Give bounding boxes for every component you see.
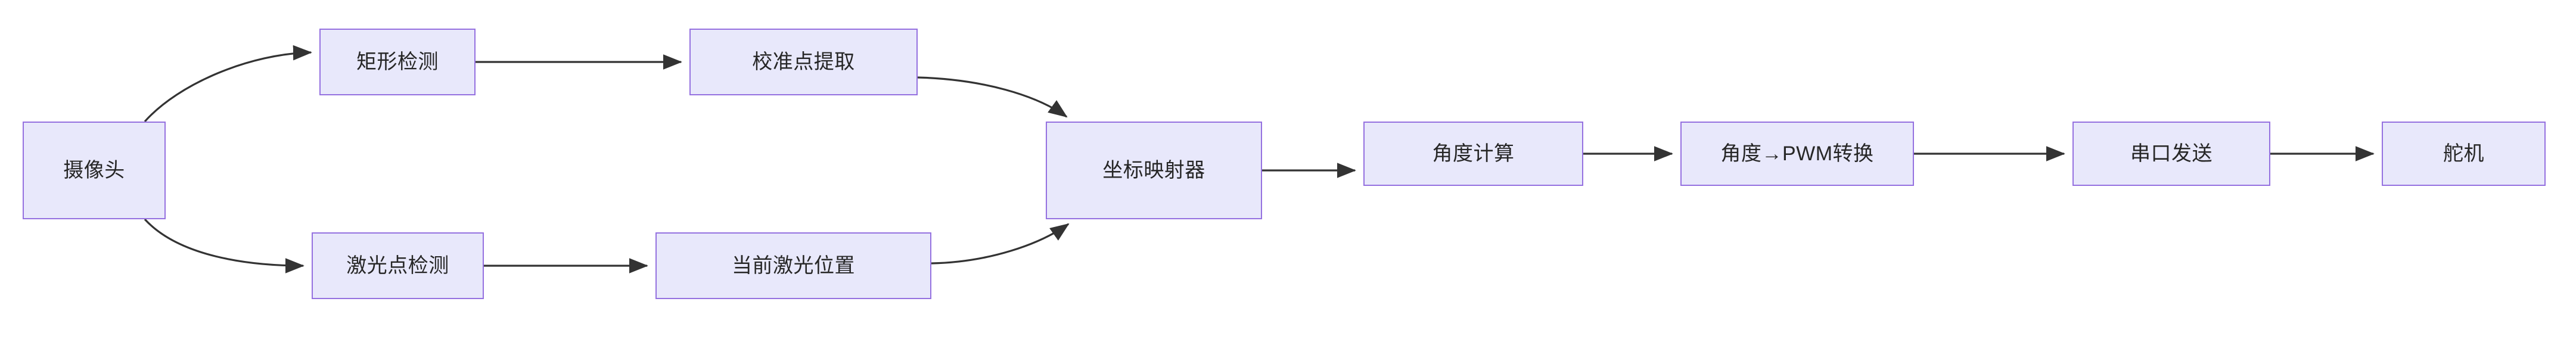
node-servo-label: 舵机 [2443,142,2484,165]
node-rect-detect[interactable]: 矩形检测 [319,29,476,95]
node-laser-pos[interactable]: 当前激光位置 [655,232,931,299]
node-serial-send-label: 串口发送 [2130,142,2213,165]
node-calib-extract[interactable]: 校准点提取 [689,29,918,95]
edge-camera-to-rect-detect [144,45,312,123]
node-serial-send[interactable]: 串口发送 [2072,122,2270,186]
node-laser-detect-label: 激光点检测 [346,254,449,277]
edge-camera-to-laser-detect [144,218,304,273]
edge-calib-extract-to-coord-mapper [917,76,1068,118]
node-rect-detect-label: 矩形检测 [356,50,439,73]
node-angle-to-pwm-label: 角度→PWM转换 [1720,142,1874,165]
node-angle-calc[interactable]: 角度计算 [1363,122,1583,186]
node-laser-pos-label: 当前激光位置 [732,254,855,277]
node-calib-extract-label: 校准点提取 [752,50,855,73]
node-angle-calc-label: 角度计算 [1432,142,1515,165]
node-angle-to-pwm[interactable]: 角度→PWM转换 [1680,122,1914,186]
node-camera[interactable]: 摄像头 [23,122,166,219]
edge-laser-pos-to-coord-mapper [931,223,1070,265]
node-coord-mapper-label: 坐标映射器 [1102,158,1205,182]
node-laser-detect[interactable]: 激光点检测 [312,232,484,299]
node-coord-mapper[interactable]: 坐标映射器 [1046,122,1262,219]
node-camera-label: 摄像头 [63,158,125,182]
node-servo[interactable]: 舵机 [2382,122,2546,186]
